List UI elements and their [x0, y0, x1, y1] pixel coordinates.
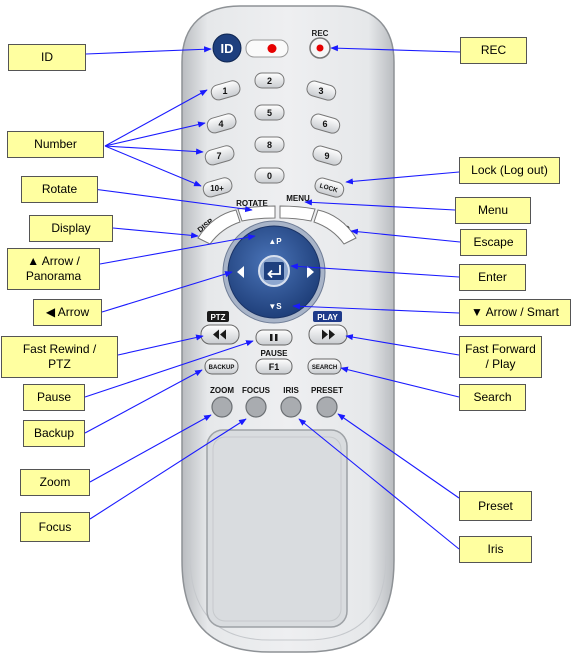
svg-text:PLAY: PLAY	[317, 313, 338, 322]
number-key-2[interactable]: 2	[254, 72, 285, 89]
number-key-7[interactable]: 7	[204, 144, 236, 166]
callout-rewind: Fast Rewind / PTZ	[1, 336, 118, 378]
rewind-button[interactable]	[200, 324, 240, 345]
callout-arrow-up: ▲ Arrow / Panorama	[7, 248, 100, 290]
callout-number: Number	[7, 131, 104, 158]
battery-cover	[206, 429, 348, 628]
lock-button[interactable]: LOCK	[313, 176, 345, 198]
number-key-5[interactable]: 5	[254, 104, 285, 121]
callout-arrow-down: ▼ Arrow / Smart	[459, 299, 571, 326]
svg-text:7: 7	[216, 151, 221, 161]
enter-icon	[267, 265, 281, 279]
forward-icon	[322, 329, 335, 340]
callout-pause: Pause	[23, 384, 85, 411]
callout-iris: Iris	[459, 536, 532, 563]
esc-button[interactable]	[313, 209, 357, 245]
callout-search: Search	[459, 384, 526, 411]
svg-text:6: 6	[322, 119, 327, 129]
arrow-up-button[interactable]: ▲P	[268, 237, 282, 246]
arrow-down-button[interactable]: ▼S	[268, 302, 282, 311]
search-button[interactable]: SEARCH	[307, 358, 342, 375]
zoom-button[interactable]	[211, 396, 233, 418]
pause-label: PAUSE	[261, 349, 289, 358]
number-key-10plus[interactable]: 10+	[202, 176, 234, 198]
svg-text:F1: F1	[269, 362, 280, 372]
focus-button[interactable]	[245, 396, 267, 418]
svg-text:2: 2	[267, 76, 272, 86]
menu-label: MENU	[286, 194, 310, 203]
play-tag: PLAY	[313, 311, 342, 322]
forward-button[interactable]	[308, 324, 348, 345]
iris-button[interactable]	[280, 396, 302, 418]
preset-button[interactable]	[316, 396, 338, 418]
rec-label: REC	[312, 29, 329, 38]
callout-id: ID	[8, 44, 86, 71]
number-key-4[interactable]: 4	[206, 112, 238, 134]
callout-menu: Menu	[455, 197, 531, 224]
f1-button[interactable]: F1	[255, 358, 293, 375]
number-key-6[interactable]: 6	[309, 112, 341, 134]
number-key-3[interactable]: 3	[305, 79, 337, 101]
callout-focus: Focus	[20, 512, 90, 542]
svg-text:9: 9	[324, 151, 329, 161]
callout-forward: Fast Forward / Play	[459, 336, 542, 378]
svg-text:PTZ: PTZ	[210, 313, 225, 322]
callout-preset: Preset	[459, 491, 532, 521]
callout-display: Display	[29, 215, 113, 242]
rewind-icon	[213, 329, 226, 340]
disp-button[interactable]	[197, 209, 241, 245]
pause-button[interactable]	[255, 329, 293, 346]
arrow-left-button[interactable]	[237, 266, 244, 278]
number-key-0[interactable]: 0	[254, 167, 285, 184]
id-led	[245, 39, 289, 58]
preset-label: PRESET	[311, 386, 343, 395]
callout-zoom: Zoom	[20, 469, 90, 496]
callout-rotate: Rotate	[21, 176, 98, 203]
svg-text:4: 4	[218, 119, 223, 129]
arrow-right-button[interactable]	[307, 266, 314, 278]
svg-text:5: 5	[267, 108, 272, 118]
svg-text:LOCK: LOCK	[319, 183, 339, 195]
number-key-1[interactable]: 1	[210, 79, 242, 101]
enter-button[interactable]	[258, 255, 290, 287]
callout-backup: Backup	[23, 420, 85, 447]
svg-text:3: 3	[318, 86, 323, 96]
zoom-label: ZOOM	[210, 386, 234, 395]
callout-arrow-left: ◀ Arrow	[33, 299, 102, 326]
callout-escape: Escape	[460, 229, 527, 256]
backup-button[interactable]: BACKUP	[204, 358, 239, 375]
svg-text:1: 1	[222, 86, 227, 96]
number-key-8[interactable]: 8	[254, 136, 285, 153]
id-button-label: ID	[221, 41, 234, 56]
svg-text:BACKUP: BACKUP	[209, 365, 235, 371]
leader-lines	[77, 45, 461, 550]
number-key-9[interactable]: 9	[311, 144, 343, 166]
focus-label: FOCUS	[242, 386, 271, 395]
iris-label: IRIS	[283, 386, 299, 395]
rotate-label: ROTATE	[236, 199, 268, 208]
svg-text:0: 0	[267, 171, 272, 181]
menu-button[interactable]	[279, 205, 316, 222]
callout-lock: Lock (Log out)	[459, 157, 560, 184]
svg-text:SEARCH: SEARCH	[312, 365, 337, 371]
svg-text:10+: 10+	[210, 184, 224, 193]
id-button[interactable]: ID	[212, 33, 242, 63]
callout-rec: REC	[460, 37, 527, 64]
callout-enter: Enter	[459, 264, 526, 291]
ptz-tag: PTZ	[207, 311, 229, 322]
svg-text:8: 8	[267, 140, 272, 150]
rec-button[interactable]	[309, 37, 331, 59]
